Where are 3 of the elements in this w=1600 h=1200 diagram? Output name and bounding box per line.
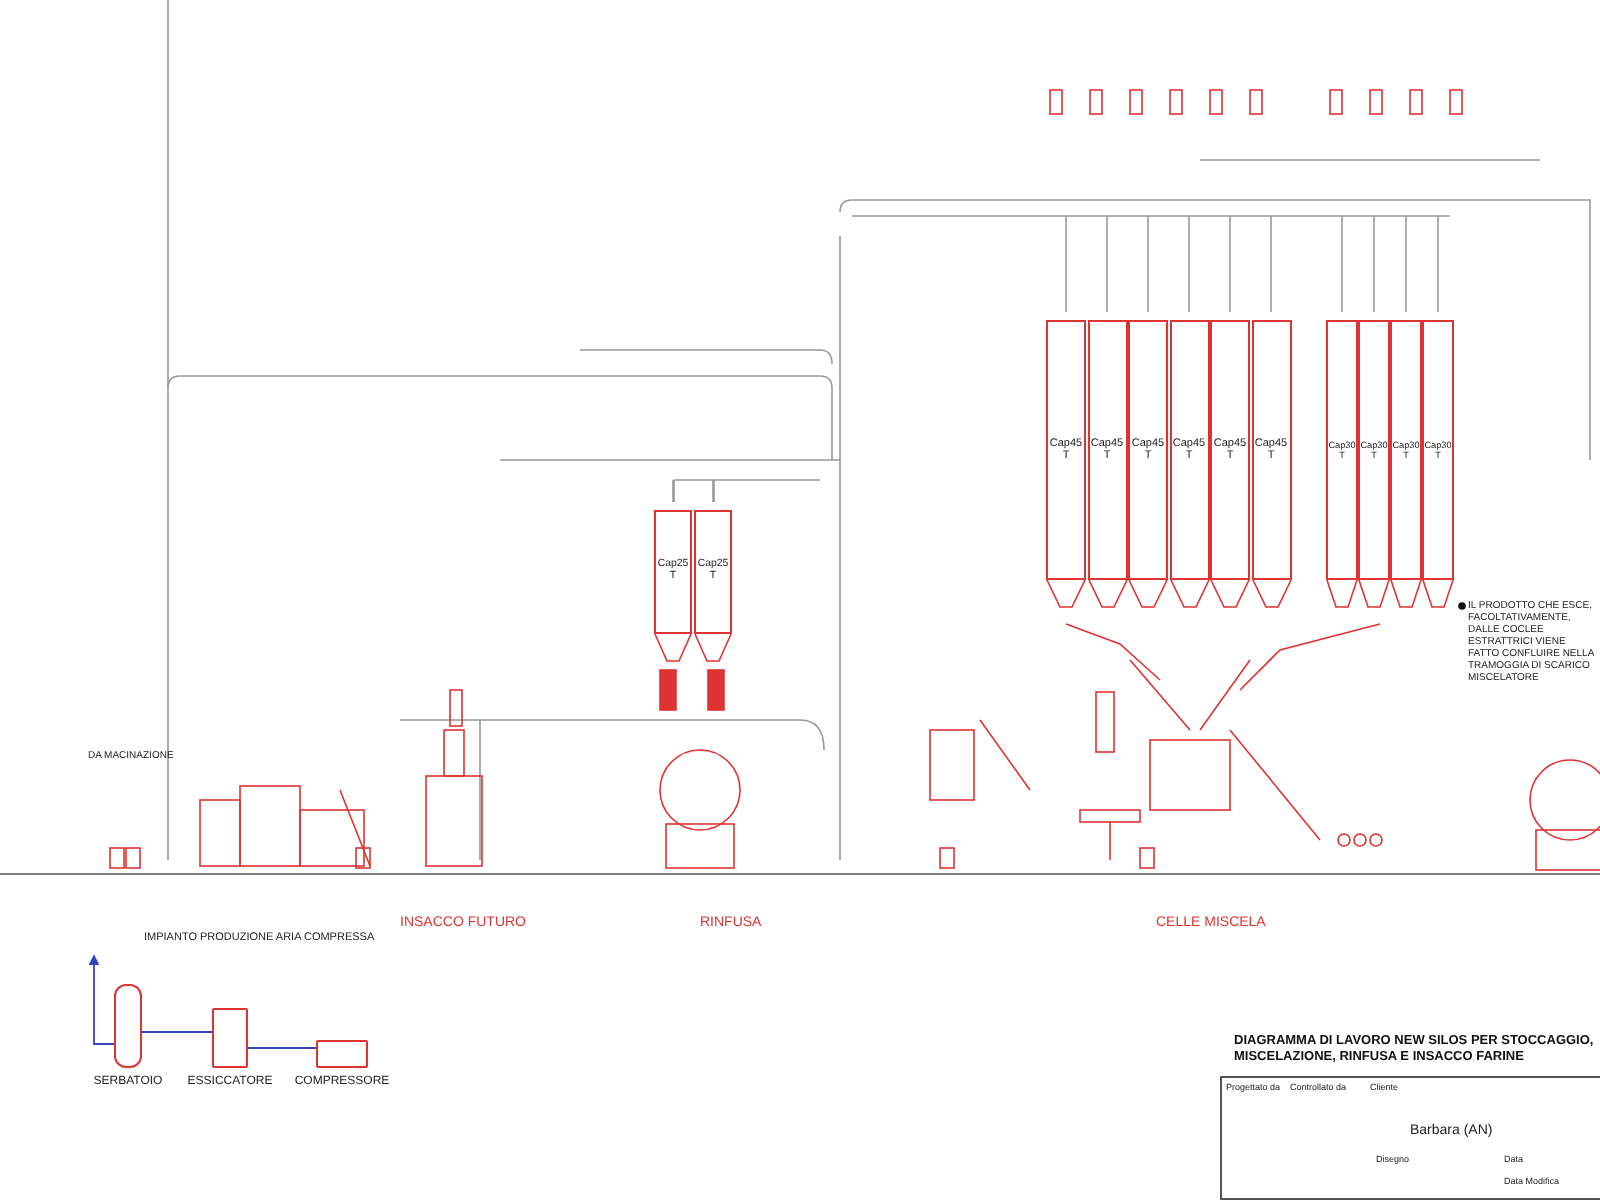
air-pipe: [141, 1031, 213, 1033]
air-pipe: [88, 954, 115, 1045]
air-pipe: [247, 1047, 317, 1049]
